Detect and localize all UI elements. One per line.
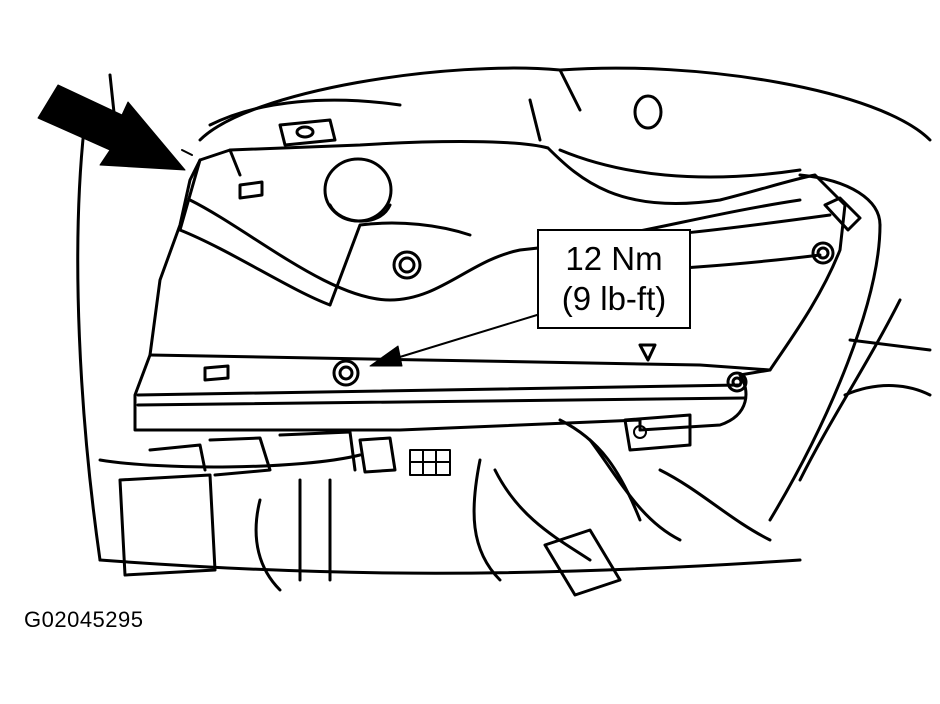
torque-callout: 12 Nm (9 lb-ft) [537, 229, 691, 329]
panel-slot [238, 180, 264, 200]
lower-slot [203, 364, 230, 382]
leader-arrow [369, 314, 538, 367]
fastener-right [811, 241, 835, 265]
fastener-upper [392, 250, 422, 280]
vehicle-body-outline [76, 66, 932, 575]
lower-components [118, 413, 772, 597]
right-clip [823, 196, 862, 232]
trim-panel-illustration [37, 66, 932, 597]
upper-clip [278, 118, 337, 147]
fastener-lower [332, 359, 360, 387]
figure-id: G02045295 [24, 607, 144, 632]
upper-clip-hole [295, 125, 315, 139]
fastener-corner [726, 371, 748, 393]
location-arrow-icon [37, 84, 193, 171]
torque-imperial: (9 lb-ft) [561, 280, 667, 317]
body-hole [633, 94, 663, 130]
torque-metric: 12 Nm [565, 240, 663, 278]
